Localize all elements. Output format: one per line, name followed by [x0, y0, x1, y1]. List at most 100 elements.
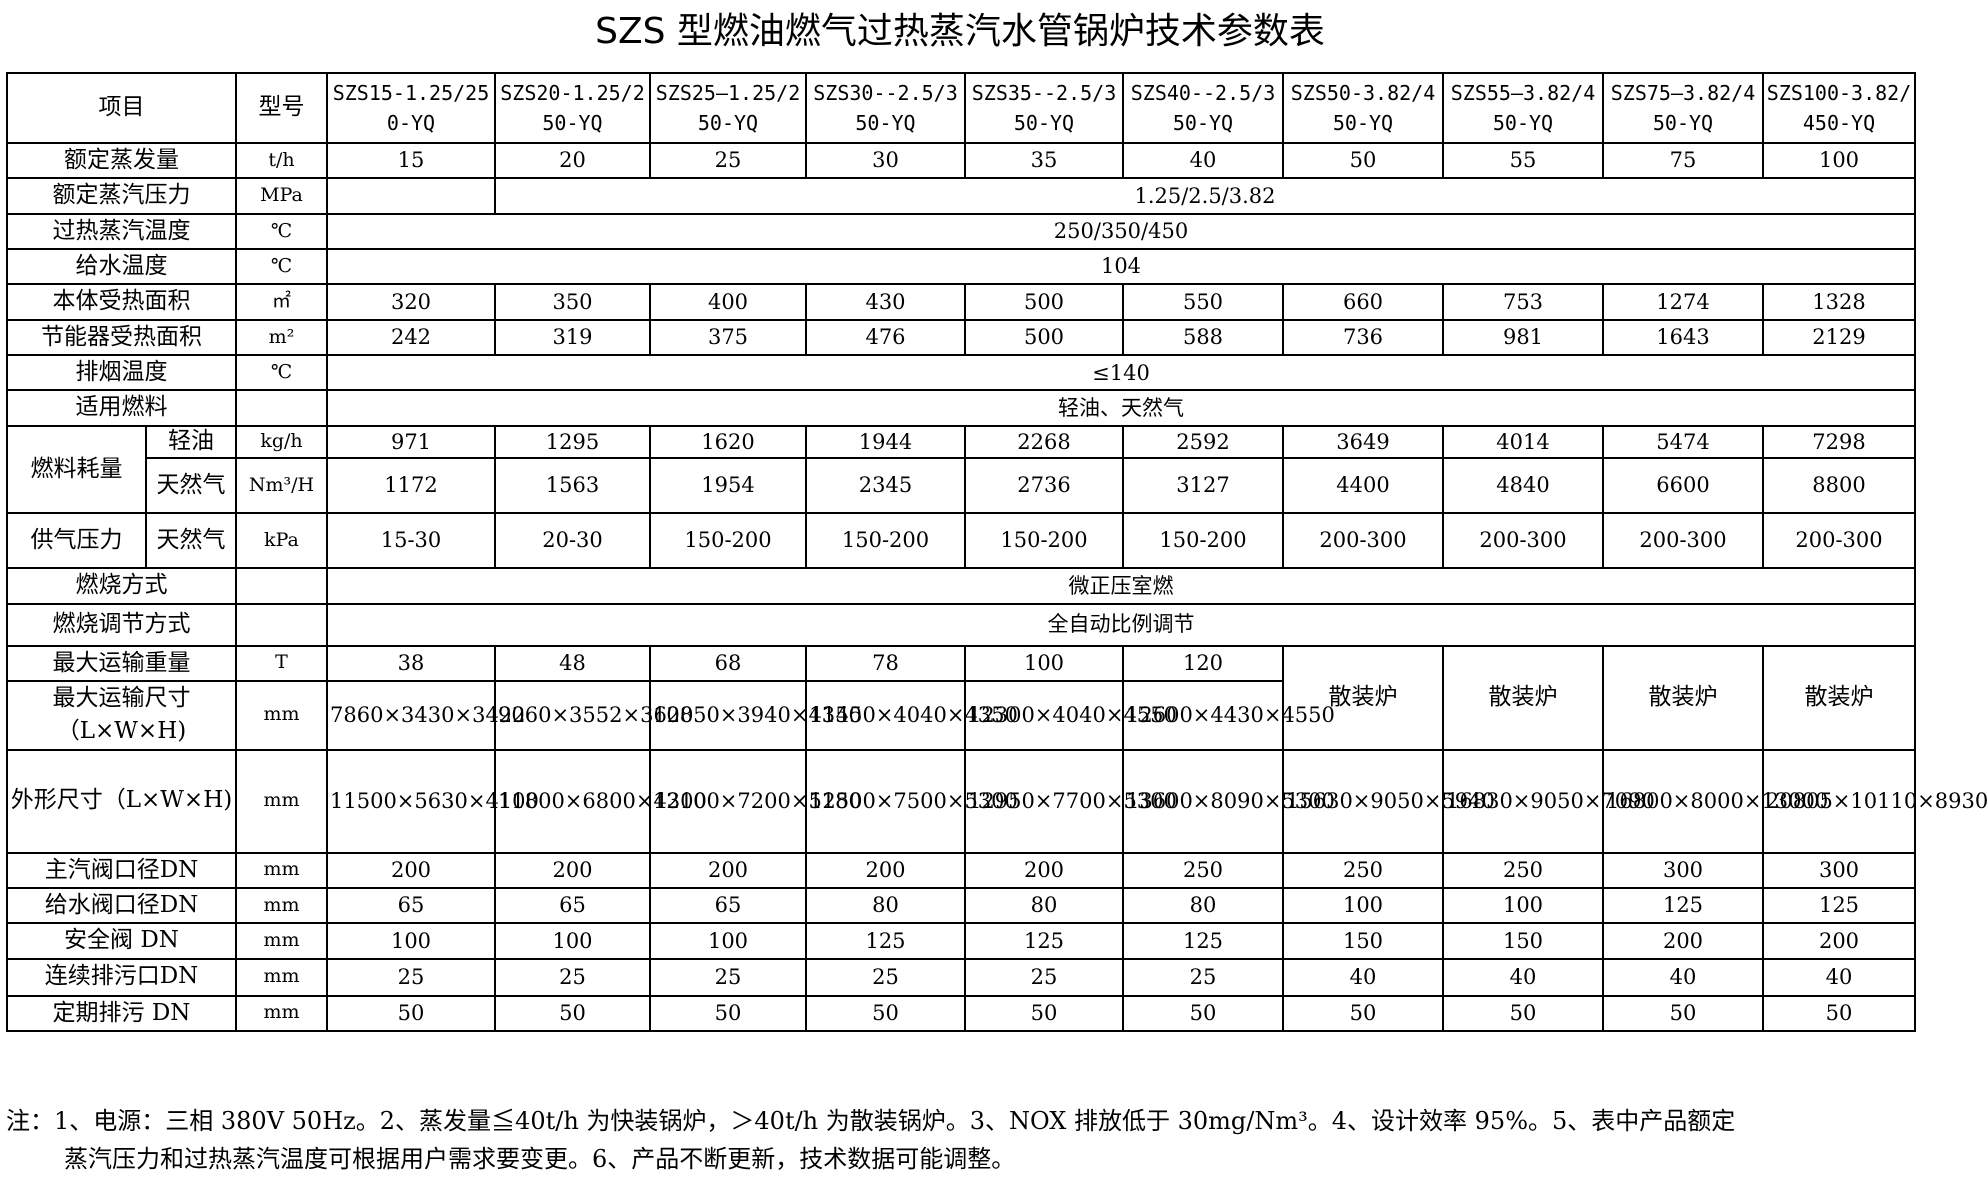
- row-label: 主汽阀口径DN: [6, 851, 237, 889]
- row-unit: mm: [235, 748, 328, 854]
- row-unit: [235, 602, 328, 647]
- table-cell: 12600×4430×4550: [1122, 679, 1335, 751]
- table-cell: 319: [494, 318, 651, 357]
- table-cell: 242: [326, 318, 496, 357]
- table-cell: 40: [1602, 957, 1764, 997]
- table-cell: 50: [494, 994, 651, 1032]
- table-cell: 16830×9050×7090: [1442, 748, 1655, 854]
- table-cell: 25: [649, 957, 807, 997]
- table-cell: 200-300: [1442, 512, 1604, 570]
- table-cell: 65: [326, 886, 496, 925]
- table-cell: 7298: [1762, 424, 1916, 460]
- table-cell: 375: [649, 318, 807, 357]
- model-name: SZS20-1.25/250-YQ: [494, 72, 651, 144]
- row-label: 燃烧方式: [6, 567, 237, 605]
- page-title: SZS 型燃油燃气过热蒸汽水管锅炉技术参数表: [595, 11, 1325, 52]
- table-cell: 300: [1762, 851, 1916, 889]
- merged-cell: 全自动比例调节: [326, 602, 1916, 647]
- table-cell: 3649: [1282, 424, 1444, 460]
- table-cell: 430: [805, 283, 966, 321]
- model-header: 型号: [235, 72, 328, 144]
- table-cell: 40: [1442, 957, 1604, 997]
- table-cell: 200: [494, 851, 651, 889]
- sub-label: 天然气: [145, 512, 237, 570]
- table-cell: 1620: [649, 424, 807, 460]
- table-cell: 1328: [1762, 283, 1916, 321]
- merged-cell: ≤140: [326, 354, 1916, 392]
- row-unit: mm: [235, 957, 328, 997]
- table-cell: 125: [1762, 886, 1916, 925]
- table-cell: 25: [964, 957, 1124, 997]
- row-unit: ℃: [235, 212, 328, 251]
- table-cell: 50: [326, 994, 496, 1032]
- empty-cell: [326, 177, 496, 215]
- table-cell: 150-200: [964, 512, 1124, 570]
- table-cell: 12100×7200×5180: [649, 748, 862, 854]
- table-cell: 11450×4040×4350: [805, 679, 1018, 751]
- bulk-cell: 散装炉: [1282, 644, 1444, 751]
- row-label: 排烟温度: [6, 354, 237, 392]
- table-cell: 30: [805, 141, 966, 180]
- merged-cell: 104: [326, 248, 1916, 286]
- row-label: 最大运输尺寸（L×W×H): [6, 679, 237, 751]
- table-cell: 400: [649, 283, 807, 321]
- table-cell: 2736: [964, 457, 1124, 515]
- row-label: 本体受热面积: [6, 283, 237, 321]
- row-unit: ℃: [235, 354, 328, 392]
- row-unit: mm: [235, 679, 328, 751]
- table-cell: 15-30: [326, 512, 496, 570]
- model-name: SZS55—3.82/450-YQ: [1442, 72, 1604, 144]
- table-cell: 120: [1122, 644, 1284, 682]
- model-name: SZS50-3.82/450-YQ: [1282, 72, 1444, 144]
- table-cell: 6600: [1602, 457, 1764, 515]
- table-cell: 500: [964, 318, 1124, 357]
- row-combustion: 燃烧方式微正压室燃: [6, 567, 1916, 605]
- table-cell: 1274: [1602, 283, 1764, 321]
- table-cell: 150: [1282, 922, 1444, 960]
- row-unit: kPa: [235, 512, 328, 570]
- table-cell: 100: [1762, 141, 1916, 180]
- table-cell: 100: [649, 922, 807, 960]
- table-cell: 500: [964, 283, 1124, 321]
- table-cell: 2129: [1762, 318, 1916, 357]
- row-unit: [235, 567, 328, 605]
- row-label: 定期排污 DN: [6, 994, 237, 1032]
- row-unit: mm: [235, 922, 328, 960]
- table-cell: 7860×3430×3422: [326, 679, 526, 751]
- table-cell: 50: [1442, 994, 1604, 1032]
- row-label: 外形尺寸（L×W×H): [6, 748, 237, 854]
- table-cell: 48: [494, 644, 651, 682]
- table-cell: 11500×5630×4100: [326, 748, 539, 854]
- table-cell: 25: [1122, 957, 1284, 997]
- table-cell: 736: [1282, 318, 1444, 357]
- bulk-cell: 散装炉: [1602, 644, 1764, 751]
- table-cell: 150-200: [805, 512, 966, 570]
- table-cell: 4014: [1442, 424, 1604, 460]
- table-cell: 2592: [1122, 424, 1284, 460]
- merged-cell: 轻油、天然气: [326, 389, 1916, 427]
- footnote-line-2: 蒸汽压力和过热蒸汽温度可根据用户需求要变更。6、产品不断更新，技术数据可能调整。: [64, 1145, 1016, 1173]
- table-cell: 65: [649, 886, 807, 925]
- row-unit: t/h: [235, 141, 328, 180]
- table-cell: 200: [805, 851, 966, 889]
- merged-cell: 250/350/450: [326, 212, 1916, 251]
- table-cell: 80: [1122, 886, 1284, 925]
- table-cell: 50: [1602, 994, 1764, 1032]
- row-label: 燃烧调节方式: [6, 602, 237, 647]
- table-cell: 15: [326, 141, 496, 180]
- table-cell: 200: [964, 851, 1124, 889]
- table-cell: 100: [1282, 886, 1444, 925]
